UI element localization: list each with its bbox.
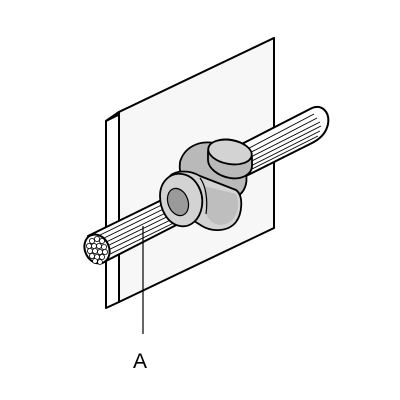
cable-clamp [159,138,253,231]
clamp-shadow [204,186,238,225]
clamp-edge-line [199,177,208,215]
clamp-ring-opening [166,187,190,217]
callout-label: A [133,350,147,373]
cable-right-strands [235,113,322,175]
cable-end-strand-circles [86,235,109,265]
callout-a: A [133,226,147,373]
plate-side-face [105,111,120,309]
clamp-bolt-top [207,138,253,166]
cable-right-section [229,106,330,179]
